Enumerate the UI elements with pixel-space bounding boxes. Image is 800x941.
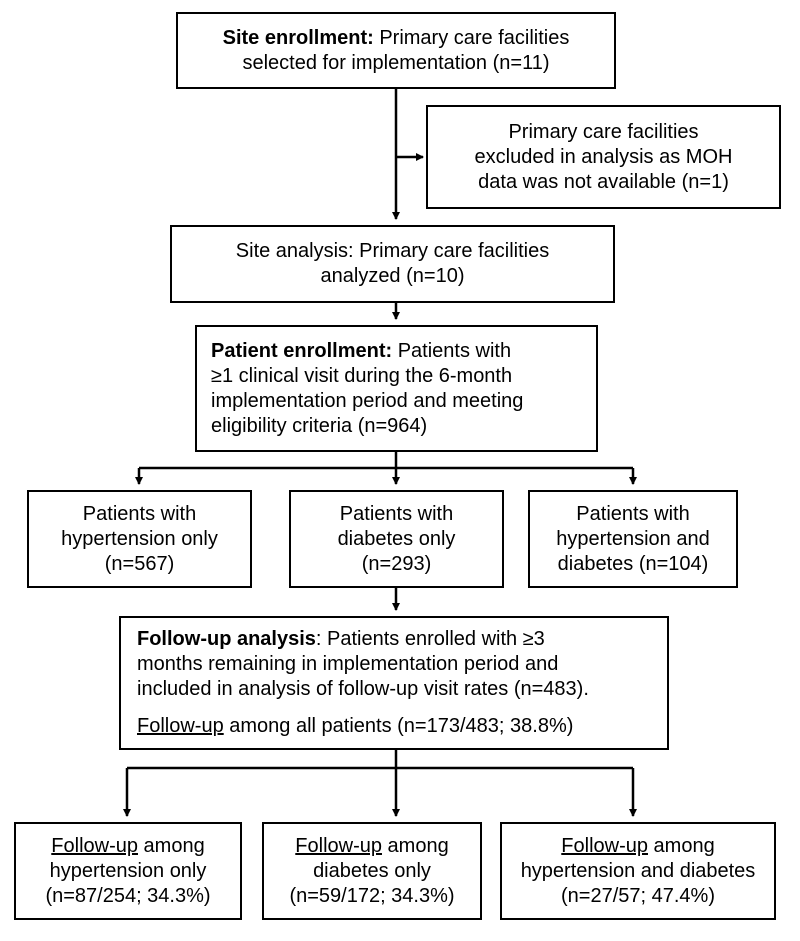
group-hypertension-box: Patients with hypertension only (n=567): [27, 490, 252, 588]
patient-enrollment-label: Patient enrollment:: [211, 339, 393, 362]
site-enrollment-label: Site enrollment:: [222, 26, 374, 49]
followup-hypertension-box: Follow-up among hypertension only (n=87/…: [14, 822, 242, 920]
patient-enrollment-box: Patient enrollment: Patients with ≥1 cli…: [195, 325, 598, 452]
site-analysis-box: Site analysis: Primary care facilities a…: [170, 225, 615, 303]
followup-diabetes-box: Follow-up among diabetes only (n=59/172;…: [262, 822, 482, 920]
group-diabetes-box: Patients with diabetes only (n=293): [289, 490, 504, 588]
excluded-facilities-box: Primary care facilities excluded in anal…: [426, 105, 781, 209]
followup-both-box: Follow-up among hypertension and diabete…: [500, 822, 776, 920]
group-both-box: Patients with hypertension and diabetes …: [528, 490, 738, 588]
site-enrollment-box: Site enrollment: Primary care facilities…: [176, 12, 616, 89]
followup-analysis-label: Follow-up analysis: [137, 628, 316, 650]
followup-analysis-box: Follow-up analysis: Patients enrolled wi…: [119, 616, 669, 750]
